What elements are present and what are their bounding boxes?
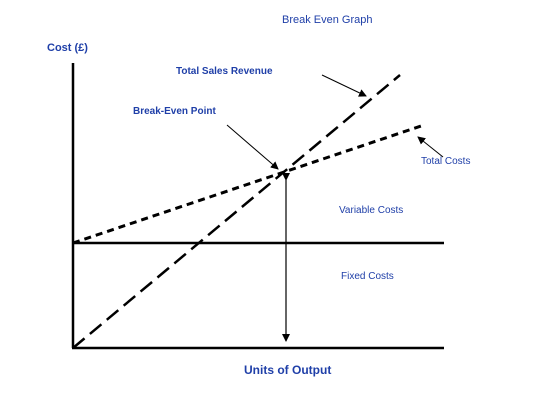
total-sales-revenue-line xyxy=(72,74,401,349)
total-costs-label: Total Costs xyxy=(421,156,471,167)
graph-title: Break Even Graph xyxy=(282,14,373,26)
variable-costs-label: Variable Costs xyxy=(339,205,404,216)
total-costs-line xyxy=(72,124,422,245)
total-sales-revenue-pointer xyxy=(321,74,367,97)
total-sales-revenue-label: Total Sales Revenue xyxy=(176,66,273,77)
total-costs-pointer xyxy=(417,136,444,158)
fixed-costs-label: Fixed Costs xyxy=(341,271,394,282)
break-even-point-pointer xyxy=(226,124,279,170)
break-even-point-label: Break-Even Point xyxy=(133,106,216,117)
y-axis-label: Cost (£) xyxy=(47,42,88,54)
x-axis-label: Units of Output xyxy=(244,363,332,377)
